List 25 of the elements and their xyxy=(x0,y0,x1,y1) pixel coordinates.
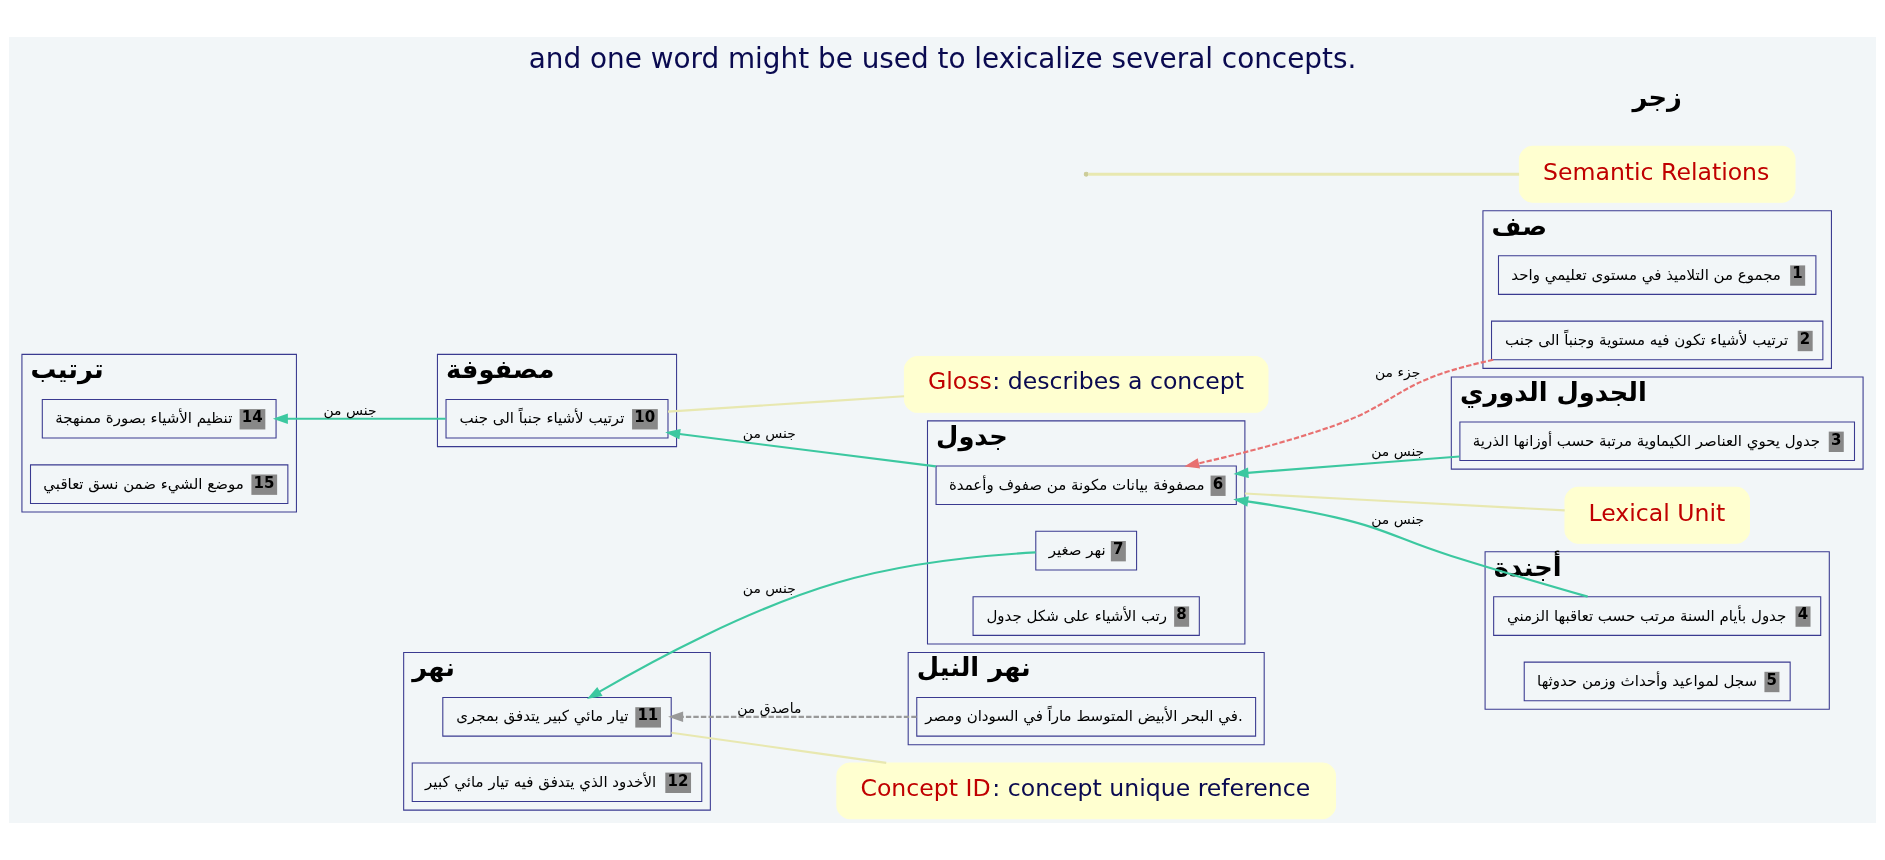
edge-label: جنس من xyxy=(742,425,796,442)
arrow xyxy=(1233,496,1588,598)
arrow xyxy=(1233,455,1460,478)
arrow xyxy=(665,428,936,468)
node-box: في البحر الأبيض المتوسط ماراً في السودان ومصر. xyxy=(916,697,1257,737)
arrow xyxy=(272,413,446,424)
edge-label: جنس من xyxy=(323,401,377,418)
node-box: Concept ID: concept unique reference xyxy=(836,762,1337,820)
node-box: Gloss: describes a concept xyxy=(903,356,1269,413)
edge-label: ماصدق من xyxy=(737,699,802,716)
edge-label: جنس من xyxy=(1371,442,1425,459)
connector xyxy=(1244,492,1565,512)
connector xyxy=(671,731,887,764)
diagram-title: and one word might be used to lexicalize several concepts. xyxy=(528,41,1357,75)
edge-label: جزء من xyxy=(1375,364,1421,381)
connector xyxy=(1088,172,1520,176)
arrow xyxy=(668,711,917,723)
edge-label: جنس من xyxy=(742,579,796,596)
node-box: Lexical Unit xyxy=(1564,486,1750,544)
edge-label: جنس من xyxy=(1371,511,1425,528)
arrow xyxy=(586,551,1036,700)
label: زجر xyxy=(1632,81,1682,112)
node-box: Semantic Relations xyxy=(1518,145,1796,203)
arrow xyxy=(1184,358,1494,469)
connector xyxy=(667,395,905,413)
